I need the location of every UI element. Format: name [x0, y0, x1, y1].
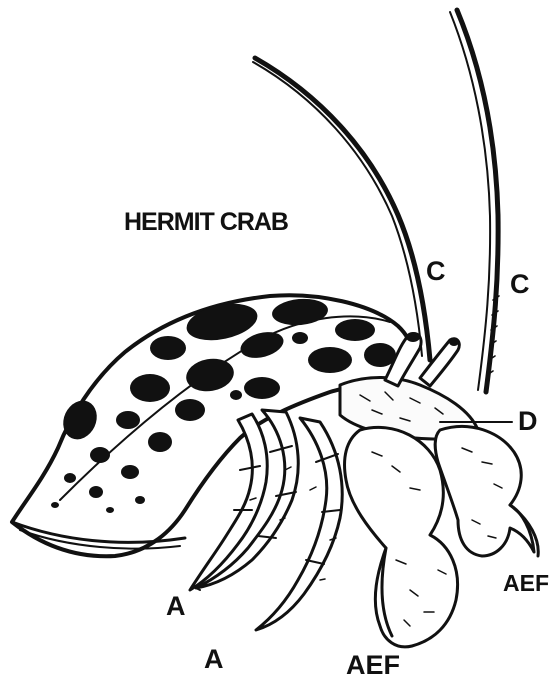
label-antenna-left: C [426, 256, 446, 286]
label-mouthpart: D [518, 406, 538, 436]
eye-left [406, 332, 420, 342]
label-antenna-right: C [510, 269, 530, 299]
claws [345, 426, 539, 646]
label-walking-leg-lower: A [204, 644, 224, 674]
label-claw-front: AEF [346, 650, 400, 680]
antenna-right [457, 10, 498, 392]
diagram-title: HERMIT CRAB [124, 208, 288, 236]
antenna-right-inner [450, 12, 490, 390]
eye-right [449, 338, 459, 346]
claw-right [435, 426, 534, 556]
label-claw-right: AEF [503, 570, 549, 596]
label-walking-leg-upper: A [166, 591, 186, 621]
shell [12, 295, 411, 556]
